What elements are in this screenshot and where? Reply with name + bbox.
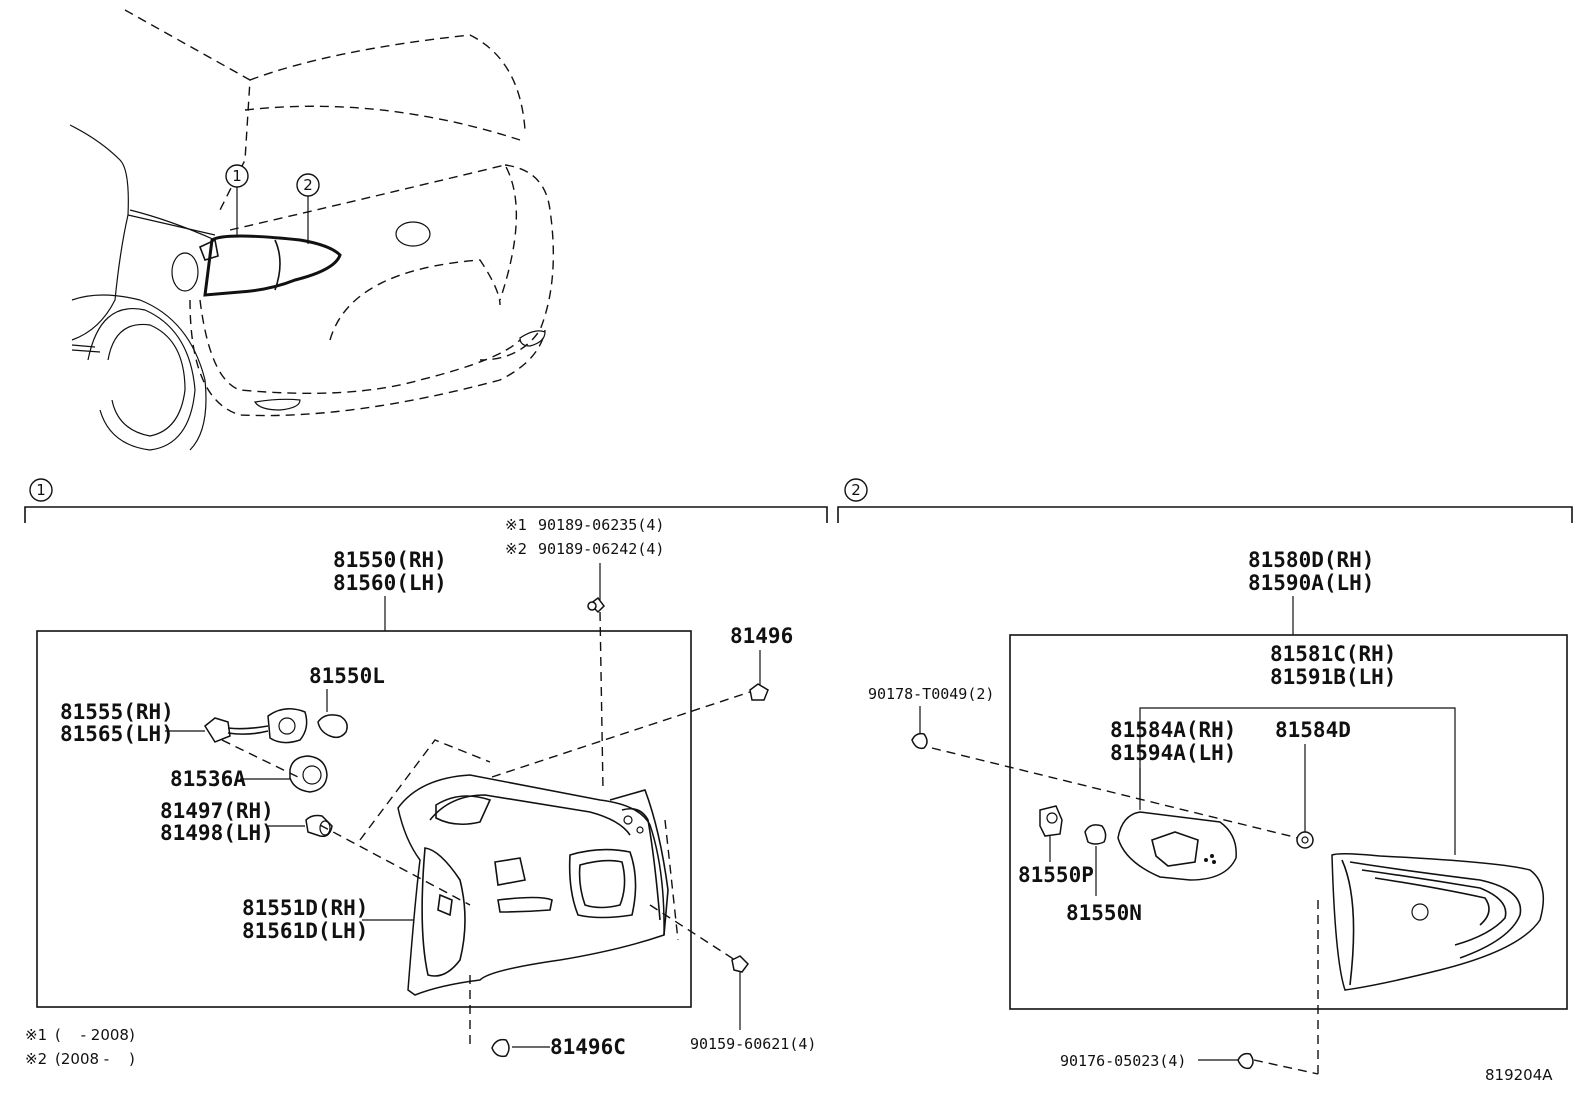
svg-text:(2008 - ): (2008 - ) — [55, 1050, 135, 1068]
svg-text:90189-06235(4): 90189-06235(4) — [538, 516, 664, 534]
assembly-rh-label: 81550(RH) — [333, 548, 447, 572]
socket-part-label: 81536A — [170, 767, 246, 791]
footnote-2: ※2 (2008 - ) — [25, 1050, 135, 1068]
bulb-icon — [317, 714, 348, 739]
socket-2-icon — [1039, 805, 1063, 837]
screw-icon — [587, 596, 605, 614]
footnote-1: ※1 ( - 2008) — [25, 1026, 135, 1044]
svg-text:2: 2 — [851, 481, 861, 499]
screw-top-icon — [911, 732, 928, 750]
lens-2-rh-label: 81581C(RH) — [1270, 642, 1396, 666]
bulb-label: 81550L — [309, 664, 385, 688]
lens-rh-label: 81551D(RH) — [242, 896, 368, 920]
svg-text:1: 1 — [232, 167, 242, 185]
figure-id: 819204A — [1485, 1066, 1553, 1084]
clip-top-label: 81496 — [730, 624, 793, 648]
cushion-lh-label: 81498(LH) — [160, 821, 274, 845]
socket-ring-icon — [289, 755, 328, 793]
assembly-lh-label: 81560(LH) — [333, 571, 447, 595]
screw-bottom-icon — [731, 955, 749, 973]
socket-wire-icon — [204, 708, 308, 744]
assembly-2-rh-label: 81580D(RH) — [1248, 548, 1374, 572]
reflector-icon — [1117, 811, 1237, 881]
svg-text:※2: ※2 — [25, 1050, 47, 1068]
socket-2-label: 81550P — [1018, 863, 1094, 887]
grommet-icon — [1296, 831, 1314, 849]
svg-text:1: 1 — [36, 481, 46, 499]
bulb-2-label: 81550N — [1066, 901, 1142, 925]
svg-text:※1: ※1 — [505, 516, 527, 534]
cushion-icon — [305, 814, 333, 838]
assembly-2-lh-label: 81590A(LH) — [1248, 571, 1374, 595]
reflector-lh-label: 81594A(LH) — [1110, 741, 1236, 765]
socket-lh-label: 81565(LH) — [60, 722, 174, 746]
screw-note-2: ※2 90189-06242(4) — [505, 540, 664, 558]
reflector-rh-label: 81584A(RH) — [1110, 718, 1236, 742]
callout-2-vehicle: 2 — [296, 173, 320, 197]
tail-lamp-assembly-1 — [397, 774, 669, 996]
grommet-label: 81584D — [1275, 718, 1351, 742]
svg-text:※2: ※2 — [505, 540, 527, 558]
section-1-header: 1 — [24, 478, 828, 523]
callout-1-vehicle: 1 — [225, 164, 249, 188]
svg-text:2: 2 — [303, 176, 313, 194]
assembly-box-1 — [36, 630, 692, 1008]
vehicle-rear-view — [69, 9, 555, 451]
svg-text:※1: ※1 — [25, 1026, 47, 1044]
lens-lh-label: 81561D(LH) — [242, 919, 368, 943]
clip-bottom-icon — [491, 1038, 510, 1058]
svg-text:90189-06242(4): 90189-06242(4) — [538, 540, 664, 558]
screw-2-bottom-label: 90176-05023(4) — [1060, 1052, 1186, 1070]
cushion-rh-label: 81497(RH) — [160, 799, 274, 823]
bulb-2-icon — [1084, 824, 1107, 845]
screw-2-bottom-icon — [1237, 1052, 1254, 1070]
lens-2-lh-label: 81591B(LH) — [1270, 665, 1396, 689]
tail-lamp-assembly-2 — [1331, 852, 1545, 991]
clip-bottom-label: 81496C — [550, 1035, 626, 1059]
socket-rh-label: 81555(RH) — [60, 700, 174, 724]
section-2-header: 2 — [837, 478, 1573, 523]
screw-top-label: 90178-T0049(2) — [868, 685, 994, 703]
screw-note-1: ※1 90189-06235(4) — [505, 516, 664, 534]
clip-top-icon — [749, 683, 769, 701]
assembly-box-2 — [1009, 634, 1568, 1010]
screw-bottom-label: 90159-60621(4) — [690, 1035, 816, 1053]
svg-text:( - 2008): ( - 2008) — [55, 1026, 135, 1044]
